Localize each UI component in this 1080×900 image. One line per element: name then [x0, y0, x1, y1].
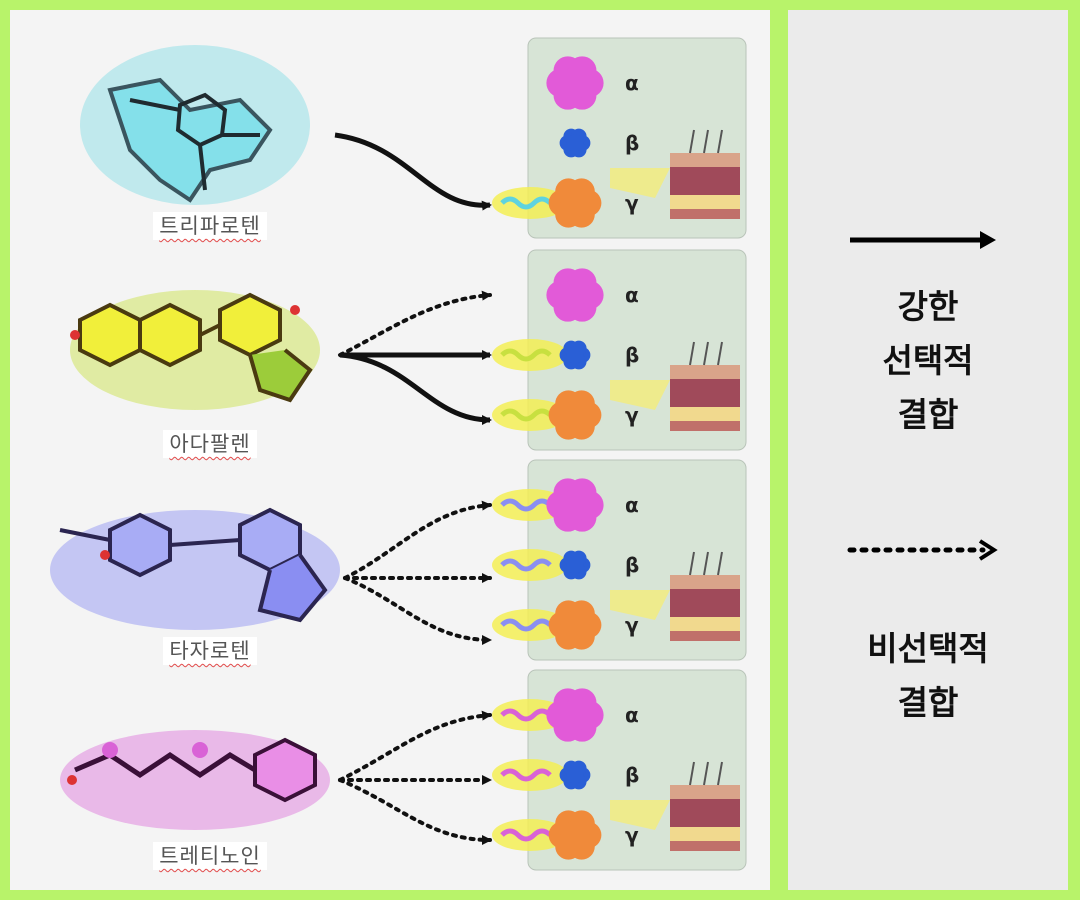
- ligand-glow-beta: [492, 759, 568, 791]
- ligand-glow-gamma: [492, 819, 568, 851]
- receptor-layer: α β γ α β γ α β γ α β γ: [492, 56, 740, 860]
- bound-ligand-beta: [500, 768, 552, 782]
- receptor-alpha-label: α: [625, 703, 639, 727]
- arrow-strong-adapalene-gamma: [339, 352, 492, 425]
- receptor-beta-label: β: [625, 763, 639, 787]
- receptor-gamma-label: γ: [625, 191, 639, 215]
- bound-ligand-gamma: [500, 618, 552, 632]
- receptor-gamma-blob: [548, 810, 602, 860]
- receptor-gamma-blob: [548, 600, 602, 650]
- bound-ligand-alpha: [500, 498, 552, 512]
- molecule-adapalene: [70, 290, 320, 410]
- arrow-strong-trifarotene-gamma: [334, 132, 492, 211]
- bound-ligand-gamma: [500, 408, 552, 422]
- main-diagram-panel: α β γ α β γ α β γ α β γ 트리파로텐 아다팔렌 타자로텐 트레티노인: [10, 10, 770, 890]
- receptor-beta-blob: [559, 340, 591, 370]
- receptor-alpha-blob: [546, 56, 604, 110]
- receptor-gamma-blob: [548, 390, 602, 440]
- molecule-tretinoin: [60, 730, 330, 830]
- bound-ligand-beta: [500, 348, 552, 362]
- receptor-gamma-blob: [548, 178, 602, 228]
- receptor-gamma-label: γ: [625, 403, 639, 427]
- skin-tissue-icon: [610, 129, 740, 219]
- ligand-glow-gamma: [492, 609, 568, 641]
- legend-panel: 강한 선택적 결합 비선택적 결합: [788, 10, 1068, 890]
- drug-label-trifarotene: 트리파로텐: [130, 210, 290, 240]
- skin-tissue-icon: [610, 341, 740, 431]
- ligand-glow-beta: [492, 549, 568, 581]
- arrow-dotted-tretinoin-gamma: [338, 778, 492, 845]
- drug-label-tazarotene: 타자로텐: [130, 635, 290, 665]
- arrow-dotted-adapalene-alpha: [338, 290, 492, 357]
- receptor-alpha-label: α: [625, 493, 639, 517]
- receptor-alpha-label: α: [625, 71, 639, 95]
- legend-solid-arrow: [850, 231, 996, 249]
- receptor-beta-label: β: [625, 553, 639, 577]
- receptor-binding-diagram: α β γ α β γ α β γ α β γ: [50, 37, 747, 871]
- ligand-glow-gamma: [492, 187, 568, 219]
- receptor-alpha-blob: [546, 688, 604, 742]
- bound-ligand-gamma: [500, 196, 552, 210]
- receptor-beta-label: β: [625, 131, 639, 155]
- receptor-alpha-blob: [546, 478, 604, 532]
- legend-nonselective-label: 비선택적 결합: [867, 629, 989, 722]
- receptor-beta-blob: [559, 128, 591, 158]
- ligand-glow-beta: [492, 339, 568, 371]
- bound-ligand-beta: [500, 558, 552, 572]
- molecule-tazarotene: [50, 507, 340, 630]
- legend-strong-selective-label: 강한 선택적 결합: [882, 287, 974, 434]
- molecule-trifarotene: [80, 45, 310, 205]
- receptor-alpha-blob: [546, 268, 604, 322]
- receptor-gamma-label: γ: [625, 823, 639, 847]
- arrow-dotted-tazarotene-gamma: [343, 576, 492, 645]
- receptor-gamma-label: γ: [625, 613, 639, 637]
- bound-ligand-gamma: [500, 828, 552, 842]
- ligand-glow-gamma: [492, 399, 568, 431]
- skin-tissue-icon: [610, 551, 740, 641]
- arrow-dotted-tretinoin-alpha: [338, 710, 492, 782]
- legend-dotted-arrow: [847, 539, 998, 561]
- drug-label-adapalene: 아다팔렌: [130, 428, 290, 458]
- arrow-dotted-tazarotene-alpha: [343, 500, 492, 580]
- receptor-beta-blob: [559, 760, 591, 790]
- receptor-beta-label: β: [625, 343, 639, 367]
- skin-tissue-icon: [610, 761, 740, 851]
- receptor-alpha-label: α: [625, 283, 639, 307]
- drug-label-tretinoin: 트레티노인: [130, 840, 290, 870]
- bound-ligand-alpha: [500, 708, 552, 722]
- receptor-beta-blob: [559, 550, 591, 580]
